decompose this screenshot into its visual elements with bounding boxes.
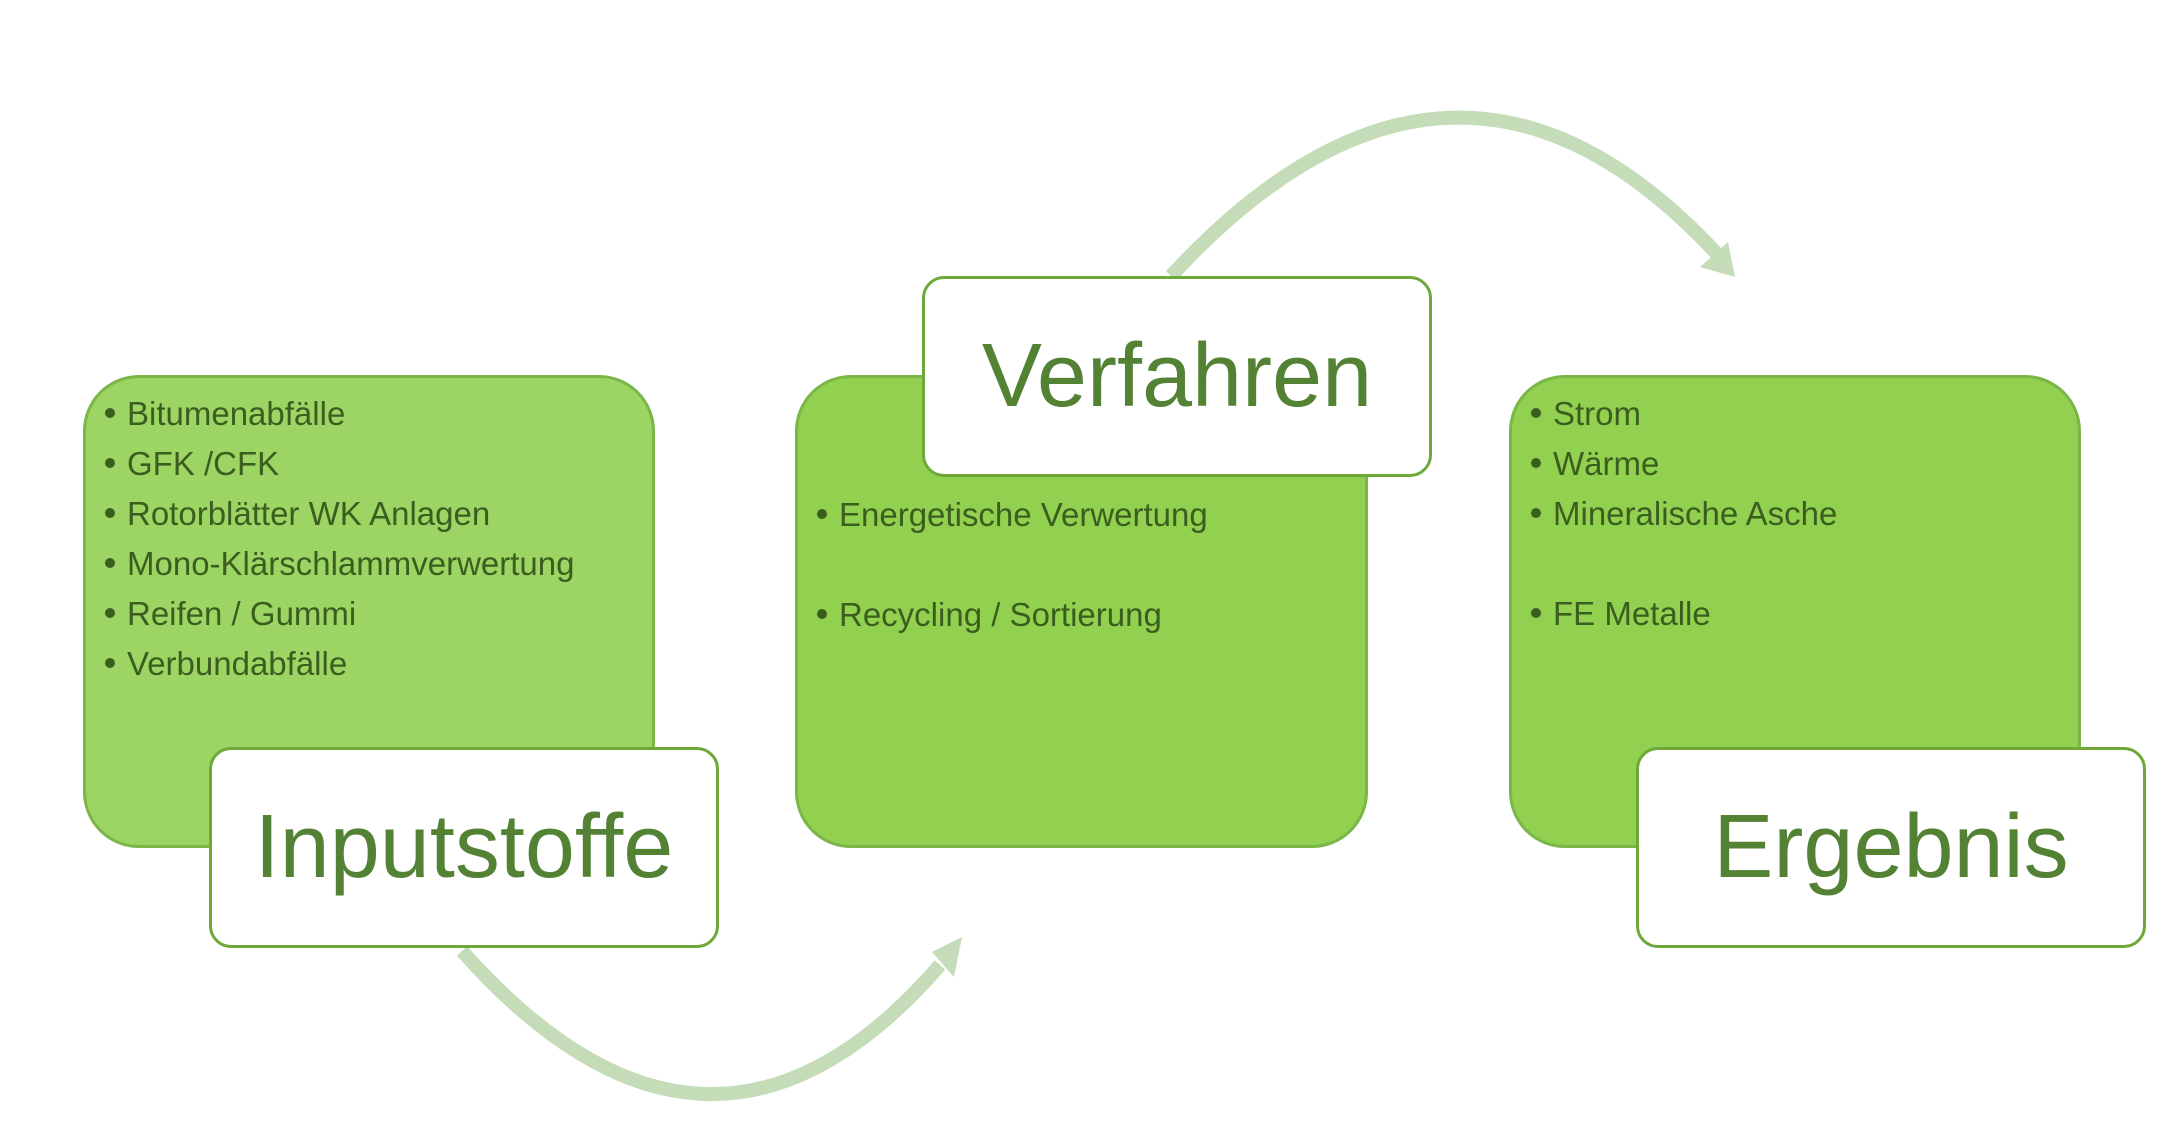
bullet-icon — [1531, 408, 1541, 419]
bullet-icon — [105, 608, 115, 619]
list-item: Reifen / Gummi — [105, 589, 574, 639]
list-item-label: FE Metalle — [1553, 595, 1711, 632]
list-item-label: Mineralische Asche — [1553, 495, 1838, 532]
bullet-icon — [105, 558, 115, 569]
bullet-icon — [1531, 458, 1541, 469]
list-item-label: Recycling / Sortierung — [839, 596, 1162, 633]
list-item: Mineralische Asche — [1531, 489, 1837, 539]
verfahren-list: Energetische Verwertung Recycling / Sort… — [817, 490, 1208, 640]
bullet-icon — [105, 658, 115, 669]
inputstoffe-title: Inputstoffe — [209, 747, 719, 948]
list-item: GFK /CFK — [105, 439, 574, 489]
list-item-label: Strom — [1553, 395, 1642, 432]
arrow-inputstoffe-to-verfahren — [456, 937, 962, 1101]
list-item-label: Rotorblätter WK Anlagen — [127, 495, 491, 532]
list-spacer — [817, 540, 1208, 590]
list-item: Bitumenabfälle — [105, 389, 574, 439]
verfahren-title: Verfahren — [922, 276, 1432, 477]
bullet-icon — [817, 609, 827, 620]
list-item-label: Energetische Verwertung — [839, 496, 1208, 533]
bullet-icon — [105, 508, 115, 519]
bullet-icon — [105, 408, 115, 419]
arrow-verfahren-to-ergebnis — [1165, 110, 1735, 281]
ergebnis-list: Strom Wärme Mineralische Asche FE Metall… — [1531, 389, 1837, 639]
list-item-label: Wärme — [1553, 445, 1660, 482]
bullet-icon — [1531, 608, 1541, 619]
bullet-icon — [817, 509, 827, 520]
list-item-label: GFK /CFK — [127, 445, 280, 482]
list-spacer — [1531, 539, 1837, 589]
list-item: Wärme — [1531, 439, 1837, 489]
list-item: Strom — [1531, 389, 1837, 439]
list-item-label: Bitumenabfälle — [127, 395, 346, 432]
list-item-label: Mono-Klärschlammverwertung — [127, 545, 575, 582]
inputstoffe-list: Bitumenabfälle GFK /CFK Rotorblätter WK … — [105, 389, 574, 689]
list-item-label: Verbundabfälle — [127, 645, 348, 682]
bullet-icon — [105, 458, 115, 469]
list-item: Recycling / Sortierung — [817, 590, 1208, 640]
list-item-label: Reifen / Gummi — [127, 595, 357, 632]
list-item: Energetische Verwertung — [817, 490, 1208, 540]
list-item: FE Metalle — [1531, 589, 1837, 639]
list-item: Rotorblätter WK Anlagen — [105, 489, 574, 539]
list-item: Mono-Klärschlammverwertung — [105, 539, 574, 589]
list-item: Verbundabfälle — [105, 639, 574, 689]
ergebnis-title: Ergebnis — [1636, 747, 2146, 948]
bullet-icon — [1531, 508, 1541, 519]
